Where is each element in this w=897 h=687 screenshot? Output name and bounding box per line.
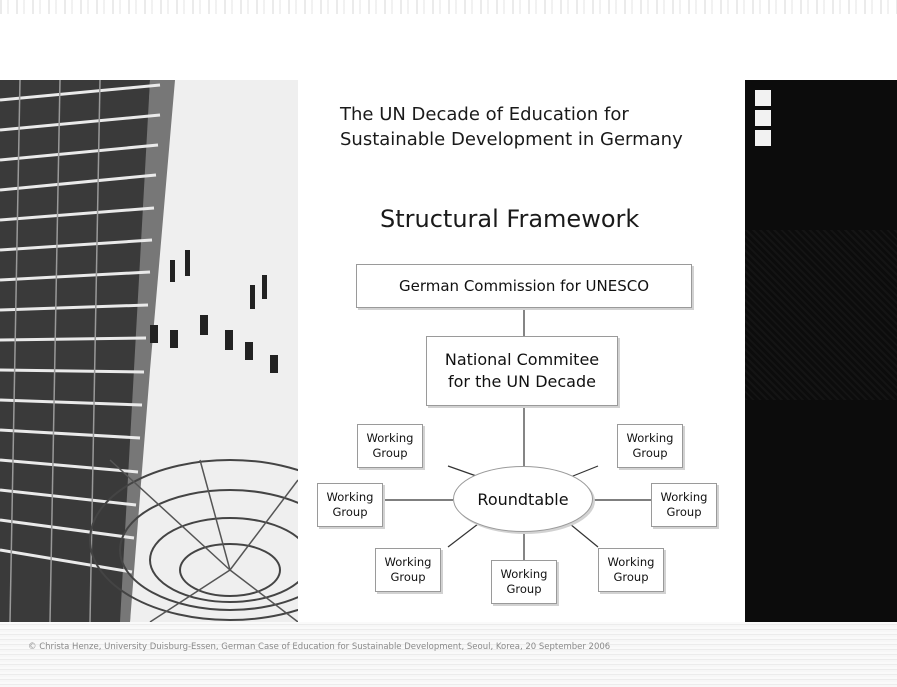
working-group-label: Working Group — [366, 431, 414, 460]
square-bullet-icon — [755, 90, 771, 106]
roundtable-label: Roundtable — [477, 489, 569, 509]
footer-band — [0, 622, 897, 687]
working-group-label: Working Group — [500, 567, 548, 596]
german-commission-label: German Commission for UNESCO — [399, 277, 649, 295]
slide-title: The UN Decade of Education for Sustainab… — [340, 102, 740, 152]
connector-line — [447, 523, 479, 548]
working-group-label: Working Group — [626, 431, 674, 460]
title-line-1: The UN Decade of Education for — [340, 104, 629, 125]
slide-heading: Structural Framework — [380, 205, 640, 233]
working-group-label: Working Group — [384, 555, 432, 584]
reichstag-dome-photo — [0, 80, 298, 622]
german-commission-node: German Commission for UNESCO — [356, 264, 692, 308]
square-bullet-icon — [755, 130, 771, 146]
working-group-node: Working Group — [317, 483, 383, 527]
square-bullet-icon — [755, 110, 771, 126]
strip-texture — [745, 230, 897, 400]
scan-artifact-top — [0, 0, 897, 14]
working-group-label: Working Group — [607, 555, 655, 584]
working-group-node: Working Group — [617, 424, 683, 468]
working-group-node: Working Group — [357, 424, 423, 468]
national-committee-label: National Commitee for the UN Decade — [444, 350, 600, 391]
working-group-label: Working Group — [326, 490, 374, 519]
working-group-node: Working Group — [651, 483, 717, 527]
connector-line — [569, 523, 599, 548]
title-line-2: Sustainable Development in Germany — [340, 129, 683, 150]
working-group-node: Working Group — [491, 560, 557, 604]
working-group-node: Working Group — [375, 548, 441, 592]
working-group-node: Working Group — [598, 548, 664, 592]
footer-copyright: © Christa Henze, University Duisburg-Ess… — [28, 642, 611, 652]
working-group-label: Working Group — [660, 490, 708, 519]
roundtable-node: Roundtable — [453, 466, 593, 532]
right-dark-strip — [745, 80, 897, 622]
national-committee-node: National Commitee for the UN Decade — [426, 336, 618, 406]
